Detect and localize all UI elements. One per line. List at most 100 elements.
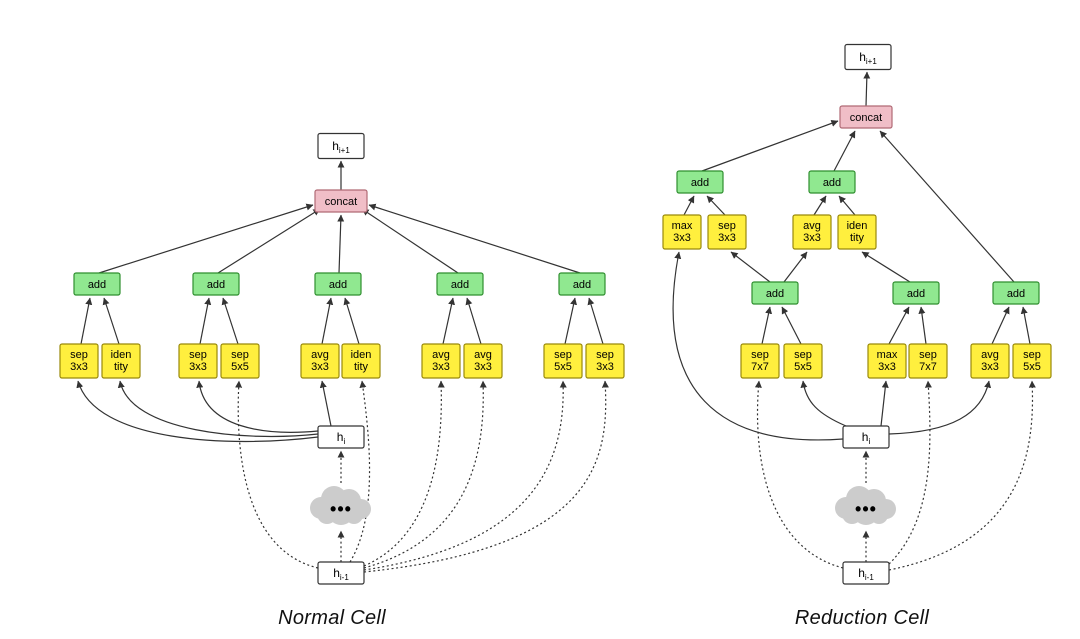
reduction-cell-edge-h-i-to-op-3a bbox=[888, 380, 992, 435]
reduction-cell-edge-op-a1-to-add-a bbox=[683, 195, 695, 216]
normal-cell-node-add-1: add bbox=[73, 272, 121, 296]
cloud-shape-icon bbox=[345, 506, 363, 524]
normal-cell-node-add-3: add bbox=[314, 272, 362, 296]
reduction-cell-edge-op-2b-to-add-2 bbox=[918, 306, 927, 345]
state-label: hi bbox=[862, 430, 871, 446]
cloud-ellipsis: ••• bbox=[855, 499, 877, 519]
normal-cell-edge-op-5b-to-add-5 bbox=[587, 297, 604, 345]
reduction-cell-edge-h-i-to-op-1b bbox=[800, 380, 847, 427]
normal-cell-edge-op-2b-to-add-2 bbox=[221, 297, 239, 345]
reduction-cell-edge-op-1b-to-add-1 bbox=[781, 306, 802, 345]
concat-label: concat bbox=[850, 112, 882, 124]
add-box bbox=[192, 272, 240, 296]
state-box bbox=[844, 43, 892, 71]
normal-cell-node-add-2: add bbox=[192, 272, 240, 296]
reduction-cell-edge-op-b1-to-add-b bbox=[813, 195, 827, 216]
normal-cell-node-add-5: add bbox=[558, 272, 606, 296]
reduction-cell-edge-op-a2-to-add-a bbox=[706, 195, 726, 216]
reduction-cell-node-h-i: hi bbox=[842, 425, 890, 449]
add-label: add bbox=[1007, 288, 1025, 300]
normal-cell-edge-op-5a-to-add-5 bbox=[564, 297, 578, 345]
op-box bbox=[59, 343, 99, 379]
reduction-cell-edge-add-1-to-op-b1 bbox=[783, 251, 808, 283]
add-box bbox=[751, 281, 799, 305]
add-box bbox=[992, 281, 1040, 305]
op-box bbox=[837, 214, 877, 250]
reduction-cell-node-cloud: ••• bbox=[835, 486, 896, 525]
cloud-shape-icon bbox=[842, 504, 862, 524]
op-box bbox=[908, 343, 948, 379]
concat-box bbox=[839, 105, 893, 129]
state-label: hi+1 bbox=[859, 50, 877, 66]
add-box bbox=[676, 170, 724, 194]
reduction-cell-node-add-a: add bbox=[676, 170, 724, 194]
normal-cell-edge-h-prev-to-op-4b bbox=[363, 380, 487, 569]
state-box bbox=[317, 425, 365, 449]
reduction-cell-edge-h-prev-to-op-2b bbox=[888, 380, 932, 565]
normal-cell-node-concat: concat bbox=[314, 189, 368, 213]
normal-cell-edge-add-4-to-concat bbox=[361, 208, 459, 274]
reduction-cell-node-add-b: add bbox=[808, 170, 856, 194]
normal-cell-edge-h-prev-to-op-4a bbox=[363, 380, 445, 567]
op-box bbox=[792, 214, 832, 250]
normal-cell-edge-h-prev-to-op-3b bbox=[349, 380, 371, 563]
state-label: hi+1 bbox=[332, 139, 350, 155]
concat-label: concat bbox=[325, 196, 357, 208]
op-box bbox=[970, 343, 1010, 379]
add-box bbox=[314, 272, 362, 296]
op-box bbox=[300, 343, 340, 379]
normal-cell-edge-h-prev-to-op-5a bbox=[363, 380, 567, 571]
state-box bbox=[842, 561, 890, 585]
state-label: hi bbox=[337, 430, 346, 446]
add-box bbox=[892, 281, 940, 305]
reduction-cell-node-add-1: add bbox=[751, 281, 799, 305]
normal-cell-node-h-i: hi bbox=[317, 425, 365, 449]
op-box bbox=[867, 343, 907, 379]
reduction-cell-node-add-3: add bbox=[992, 281, 1040, 305]
reduction-cell-edge-h-i-to-op-a1 bbox=[672, 251, 844, 441]
reduction-cell-edge-add-1-to-op-a2 bbox=[730, 251, 771, 283]
reduction-cell-edge-h-prev-to-op-1a bbox=[754, 380, 844, 569]
op-box bbox=[1012, 343, 1052, 379]
cloud-shape-icon bbox=[317, 504, 337, 524]
reduction-cell-edge-op-2a-to-add-2 bbox=[888, 306, 910, 345]
add-label: add bbox=[691, 177, 709, 189]
reduction-cell-edge-h-i-to-op-2a bbox=[880, 380, 889, 427]
normal-cell-edge-op-4a-to-add-4 bbox=[442, 297, 456, 345]
add-label: add bbox=[766, 288, 784, 300]
reduction-cell-edge-add-b-to-concat bbox=[833, 130, 856, 172]
reduction-cell-node-add-2: add bbox=[892, 281, 940, 305]
normal-cell-edge-h-i-to-op-3a bbox=[319, 380, 332, 427]
add-box bbox=[436, 272, 484, 296]
reduction-cell-edge-op-3b-to-add-3 bbox=[1020, 306, 1031, 345]
normal-cell-edge-op-1a-to-add-1 bbox=[80, 297, 93, 345]
normal-cell-edge-op-3b-to-add-3 bbox=[343, 297, 360, 345]
add-label: add bbox=[207, 279, 225, 291]
state-box bbox=[317, 561, 365, 585]
op-box bbox=[463, 343, 503, 379]
